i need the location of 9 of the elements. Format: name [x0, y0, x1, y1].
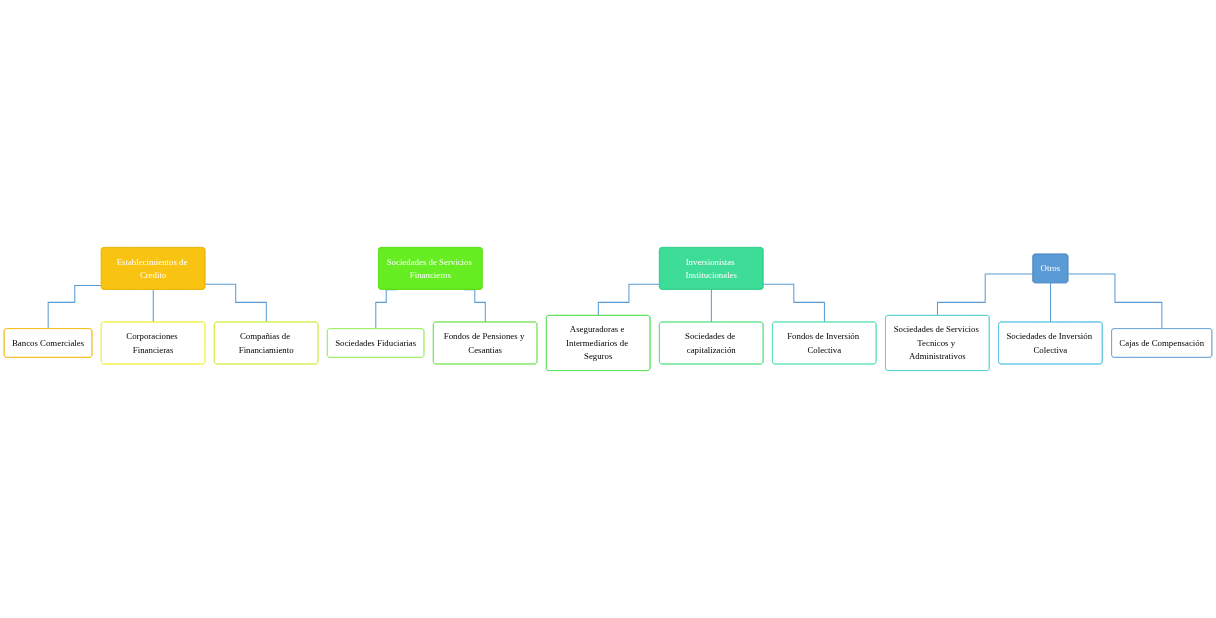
connector [152, 289, 154, 323]
connector [1067, 273, 1163, 330]
connector [936, 273, 1034, 317]
connector [47, 284, 103, 330]
connector [762, 283, 826, 323]
connector [1050, 282, 1052, 323]
connector [710, 289, 712, 323]
connector [597, 283, 661, 317]
connector [204, 283, 267, 323]
